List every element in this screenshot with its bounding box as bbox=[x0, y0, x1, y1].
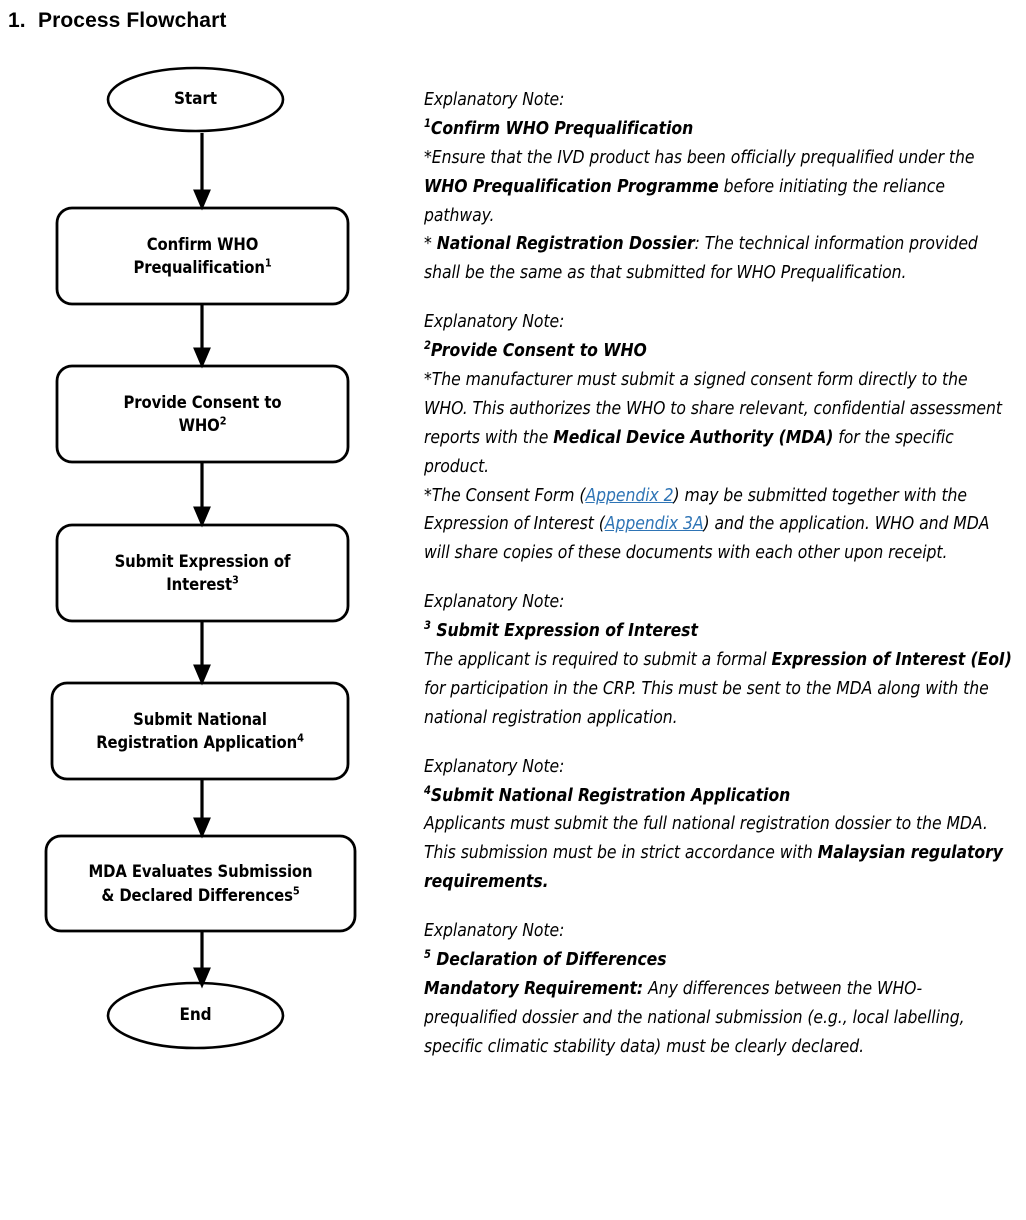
explanatory-note-superscript: 3 bbox=[424, 619, 431, 633]
flow-node-step4-shape bbox=[50, 681, 350, 781]
explanatory-note-header: Explanatory Note: bbox=[424, 921, 565, 942]
appendix-link[interactable]: Appendix 3A bbox=[604, 514, 704, 535]
page-title: 1. Process Flowchart bbox=[8, 9, 226, 33]
page-title-text: Process Flowchart bbox=[38, 9, 227, 32]
explanatory-note-block: Explanatory Note: 3 Submit Expression of … bbox=[424, 588, 1012, 732]
explanatory-note-superscript: 5 bbox=[424, 948, 431, 962]
note-text: before initiating the reliance pathway. bbox=[424, 176, 945, 226]
note-text: for the specific product. bbox=[424, 427, 954, 477]
flow-node-step5-shape bbox=[44, 834, 357, 933]
note-text: * bbox=[424, 234, 437, 255]
note-text: Applicants must submit the full national… bbox=[424, 814, 988, 864]
note-text: *Ensure that the IVD product has been of… bbox=[424, 147, 975, 168]
page-title-number: 1. bbox=[8, 9, 26, 32]
flow-node-end-shape bbox=[106, 981, 285, 1050]
explanatory-note-title: 4Submit National Registration Applicatio… bbox=[424, 783, 791, 806]
process-flowchart: Start Confirm WHO Prequalification1 Prov… bbox=[0, 0, 400, 1220]
flow-node-start-shape bbox=[106, 66, 285, 133]
explanatory-note-superscript: 1 bbox=[424, 117, 431, 131]
explanatory-note-header: Explanatory Note: bbox=[424, 90, 565, 110]
flow-node-step3-shape bbox=[55, 523, 350, 623]
explanatory-note-block: Explanatory Note: 1Confirm WHO Prequalifi… bbox=[424, 86, 1012, 288]
note-text: *The manufacturer must submit a signed c… bbox=[424, 370, 1002, 448]
flowchart-canvas bbox=[44, 66, 357, 1050]
explanatory-note-title: 1Confirm WHO Prequalification bbox=[424, 117, 694, 139]
note-text: Any differences between the WHO-prequali… bbox=[424, 978, 965, 1057]
explanatory-note-title: 2Provide Consent to WHO bbox=[424, 339, 647, 362]
explanatory-note-header: Explanatory Note: bbox=[424, 312, 565, 333]
note-text: ) and the application. WHO and MDA will … bbox=[424, 514, 990, 564]
emphasis-text: Medical Device Authority (MDA) bbox=[553, 427, 834, 448]
explanatory-note-paragraph: Mandatory Requirement: Any differences b… bbox=[424, 975, 1012, 1062]
explanatory-note-superscript: 4 bbox=[424, 783, 431, 797]
explanatory-note-header: Explanatory Note: bbox=[424, 592, 565, 613]
explanatory-note-paragraph: *The manufacturer must submit a signed c… bbox=[424, 366, 1012, 482]
explanatory-note-paragraph: The applicant is required to submit a fo… bbox=[424, 646, 1012, 733]
emphasis-text: National Registration Dossier bbox=[436, 234, 695, 255]
emphasis-text: WHO Prequalification Programme bbox=[424, 176, 719, 197]
explanatory-note-block: Explanatory Note: 5 Declaration of Differ… bbox=[424, 917, 1012, 1061]
note-text: ) may be submitted together with the Exp… bbox=[424, 485, 967, 535]
explanatory-note-paragraph: *Ensure that the IVD product has been of… bbox=[424, 144, 1012, 231]
explanatory-note-paragraph: Applicants must submit the full national… bbox=[424, 810, 1012, 897]
explanatory-note-paragraph: * National Registration Dossier: The tec… bbox=[424, 230, 1012, 288]
note-text: for participation in the CRP. This must … bbox=[424, 678, 989, 728]
note-text: The applicant is required to submit a fo… bbox=[424, 650, 772, 671]
emphasis-text: Mandatory Requirement: bbox=[424, 978, 644, 999]
flow-node-step2-shape bbox=[55, 364, 350, 464]
explanatory-note-header: Explanatory Note: bbox=[424, 756, 565, 777]
explanatory-note-title: 3 Submit Expression of Interest bbox=[424, 619, 698, 642]
flow-node-step1-shape bbox=[55, 206, 350, 306]
explanatory-note-block: Explanatory Note: 2Provide Consent to WHO… bbox=[424, 308, 1012, 568]
note-text: *The Consent Form ( bbox=[424, 485, 586, 506]
explanatory-notes-column: Explanatory Note: 1Confirm WHO Prequalifi… bbox=[424, 86, 1012, 1062]
explanatory-note-superscript: 2 bbox=[424, 339, 431, 353]
emphasis-text: Expression of Interest (EoI) bbox=[771, 650, 1012, 671]
emphasis-text: Malaysian regulatory requirements. bbox=[424, 843, 1003, 893]
explanatory-note-paragraph: *The Consent Form (Appendix 2) may be su… bbox=[424, 482, 1012, 569]
explanatory-note-block: Explanatory Note: 4Submit National Regist… bbox=[424, 753, 1012, 897]
explanatory-note-title: 5 Declaration of Differences bbox=[424, 948, 667, 971]
appendix-link[interactable]: Appendix 2 bbox=[585, 485, 674, 506]
note-text: : The technical information provided sha… bbox=[424, 234, 978, 284]
